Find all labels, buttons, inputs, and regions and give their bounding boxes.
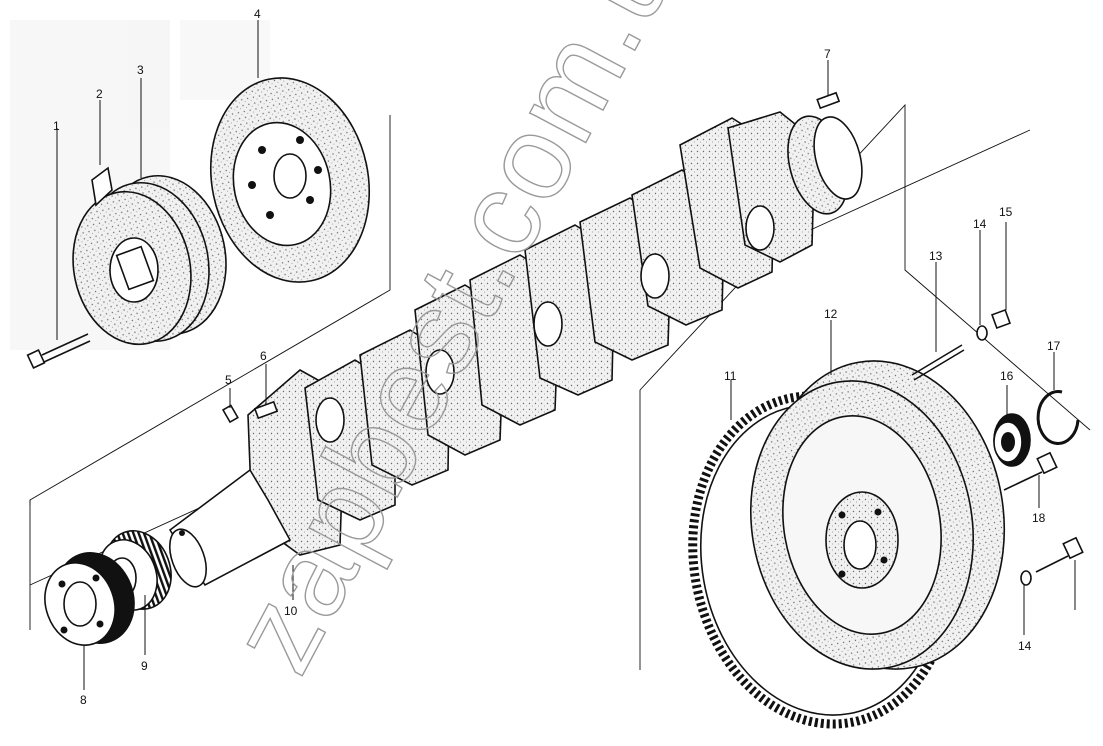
callout-18: 18	[1032, 511, 1046, 525]
callout-4: 4	[254, 7, 261, 21]
washer-14-lower	[1020, 570, 1032, 586]
callout-13: 13	[929, 249, 943, 263]
callout-7: 7	[824, 47, 831, 61]
callout-6: 6	[260, 349, 267, 363]
callout-9: 9	[141, 659, 148, 673]
callout-11: 11	[724, 369, 737, 383]
callout-2: 2	[96, 87, 103, 101]
callout-16: 16	[1000, 369, 1014, 383]
crankshaft-journals	[315, 205, 775, 443]
callout-12: 12	[824, 307, 838, 321]
pilot-bearing	[993, 413, 1031, 467]
callout-15: 15	[999, 205, 1013, 219]
snap-ring	[1036, 390, 1080, 445]
crankshaft-webs	[247, 111, 816, 556]
leader-lines	[56, 20, 1076, 690]
callout-8: 8	[80, 693, 87, 707]
flywheel-bolt-lower	[1035, 536, 1084, 573]
dowel-pin-7	[816, 91, 841, 110]
callout-14-lower: 14	[1018, 639, 1032, 653]
callout-17: 17	[1047, 339, 1061, 353]
callout-5: 5	[225, 373, 232, 387]
damper-disc	[209, 77, 371, 283]
callout-1: 1	[53, 119, 60, 133]
washer-14-upper	[976, 325, 988, 341]
callout-14-upper: 14	[973, 217, 987, 231]
dowel-pin-5	[221, 404, 239, 424]
pulley-bolt	[26, 333, 91, 369]
front-hub	[44, 552, 135, 646]
callout-labels: 1 2 3 4 5 6 7 8 9 10 11 12 13 14 15 16 1…	[53, 7, 1061, 707]
bracket	[91, 166, 113, 207]
pulley	[72, 174, 227, 346]
callout-3: 3	[137, 63, 144, 77]
nut-15	[991, 309, 1011, 329]
flywheel	[749, 360, 1006, 670]
callout-10: 10	[284, 604, 298, 618]
flywheel-bolt-upper	[1003, 451, 1058, 491]
dowel-pin-6	[253, 400, 279, 420]
flywheel-stud	[911, 344, 963, 376]
crankshaft	[168, 111, 863, 588]
